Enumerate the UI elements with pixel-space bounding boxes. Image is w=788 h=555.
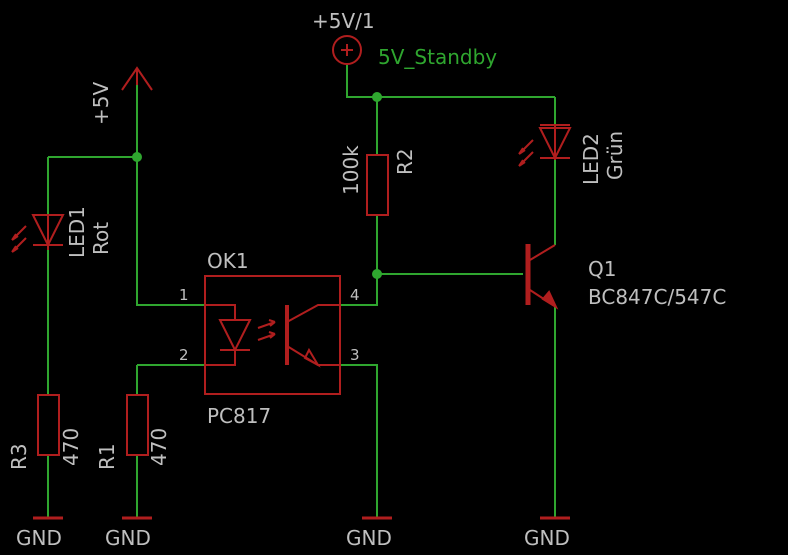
q1-name: Q1 — [588, 257, 616, 281]
ok1-pin-3: 3 — [350, 346, 360, 364]
wires — [47, 65, 556, 518]
r1-name: R1 — [95, 443, 119, 470]
q1-value: BC847C/547C — [588, 285, 726, 309]
r3-value: 470 — [59, 428, 83, 466]
ok1-pin-4: 4 — [350, 286, 360, 304]
q1-transistor — [525, 244, 559, 310]
r2-name: R2 — [393, 148, 417, 175]
led1-name: LED1 — [65, 206, 89, 258]
ok1-value: PC817 — [207, 404, 271, 428]
led1-value: Rot — [89, 222, 113, 255]
r3-name: R3 — [7, 443, 31, 470]
gnd-label-r3: GND — [16, 526, 62, 550]
junction-dot — [372, 92, 382, 102]
r3-body — [37, 394, 60, 456]
junction-dot — [132, 152, 142, 162]
supply-5v-standby-label: +5V/1 — [312, 9, 375, 33]
net-5v-standby-label: 5V_Standby — [378, 45, 497, 69]
r1-body — [126, 394, 149, 456]
junctions — [132, 92, 382, 279]
supply-5v-symbol: +5V — [89, 66, 153, 125]
gnd-label-r1: GND — [105, 526, 151, 550]
junction-dot — [372, 269, 382, 279]
led2-name: LED2 — [579, 133, 603, 185]
ok1-optocoupler — [204, 275, 341, 395]
ok1-pin-1: 1 — [179, 286, 189, 304]
r2-value: 100k — [339, 145, 363, 195]
supply-5v-standby-symbol: +5V/1 5V_Standby — [312, 9, 497, 69]
led2 — [518, 124, 572, 167]
led2-value: Grün — [603, 131, 627, 180]
gnd-label-ok1: GND — [346, 526, 392, 550]
r1-value: 470 — [147, 428, 171, 466]
ok1-name: OK1 — [207, 249, 249, 273]
supply-5v-label: +5V — [89, 82, 113, 125]
gnd-label-q1: GND — [524, 526, 570, 550]
r2-body — [366, 154, 389, 216]
led1 — [11, 214, 65, 253]
ok1-pin-2: 2 — [179, 346, 189, 364]
